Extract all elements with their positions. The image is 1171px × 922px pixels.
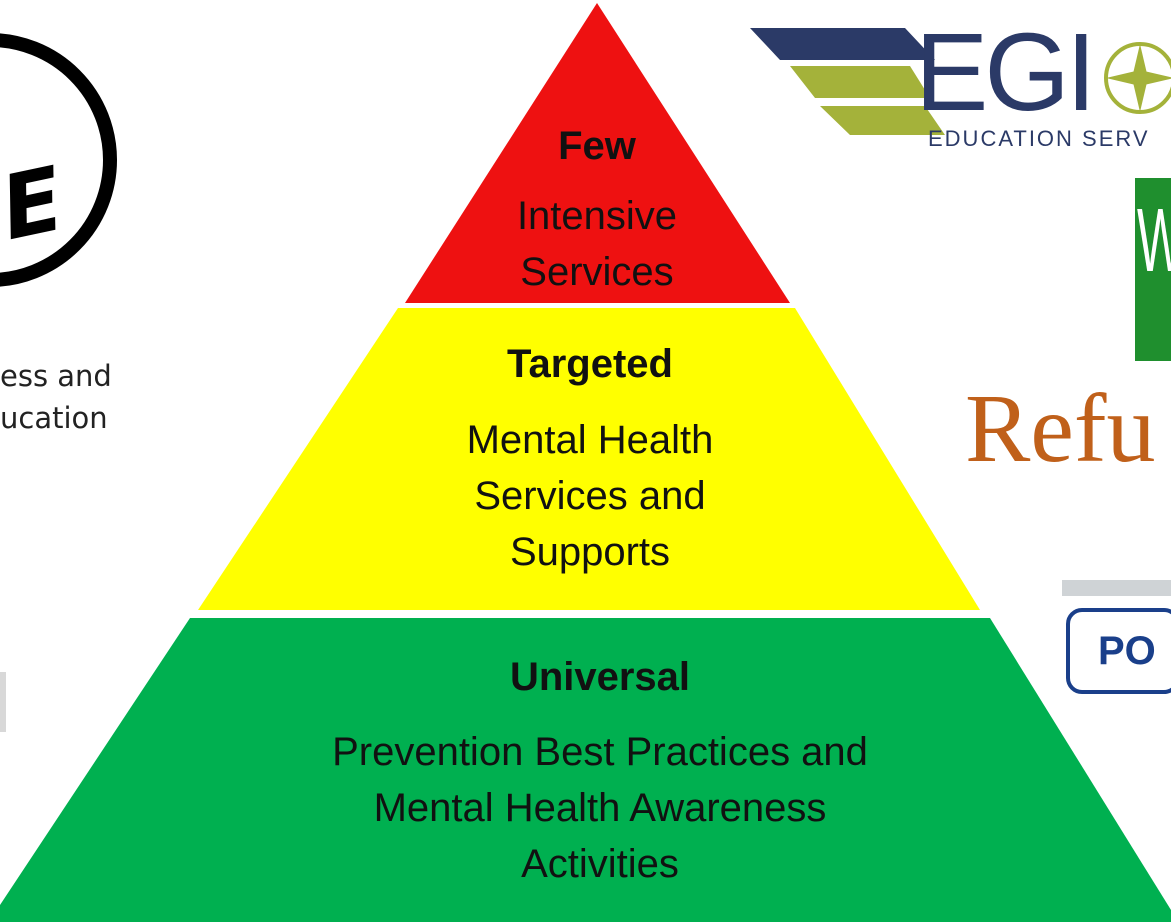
region-logo-subtext: EDUCATION SERV: [928, 126, 1150, 151]
tier-bottom-body-line3: Activities: [521, 842, 679, 886]
green-logo-block: [1135, 178, 1171, 361]
tier-top-body-line2: Services: [520, 250, 674, 294]
left-emblem-logo: [0, 33, 117, 287]
region-logo: [750, 28, 1171, 135]
compass-needle-horizontal: [1106, 70, 1171, 86]
pyramid-tier-bottom: [0, 618, 1171, 922]
tier-bottom-body-line2: Mental Health Awareness: [373, 786, 827, 830]
tier-middle-heading: Targeted: [507, 342, 673, 386]
po-logo-text: PO: [1098, 629, 1156, 673]
po-logo-frame: [1066, 608, 1171, 694]
region-swoosh-accent: [790, 66, 930, 98]
tier-middle-body-line1: Mental Health: [466, 418, 714, 462]
region-logo-text: EGI: [915, 11, 1096, 134]
region-swoosh-accent-2: [820, 106, 945, 135]
green-logo-text: W: [1137, 196, 1171, 286]
emblem-ring: [0, 33, 117, 287]
tier-bottom-heading: Universal: [509, 655, 691, 699]
tier-top-heading: Few: [558, 124, 636, 168]
region-swoosh-dark: [750, 28, 935, 60]
left-logo-text-line1: ess and: [0, 359, 112, 393]
left-small-mark: [0, 672, 6, 732]
tier-bottom-body-line1: Prevention Best Practices and: [332, 730, 868, 774]
po-logo-banner: [1062, 580, 1171, 596]
pyramid-tier-middle: [198, 308, 980, 610]
po-logo: [1062, 580, 1171, 694]
tier-middle-body-line2: Services and: [474, 474, 706, 518]
pyramid-tier-top: [405, 3, 790, 303]
tier-middle-body-line3: Supports: [509, 530, 671, 574]
left-logo-text-line2: ucation: [0, 401, 108, 435]
tier-top-body-line1: Intensive: [516, 194, 678, 238]
refuge-logo-text: Refu: [965, 375, 1156, 483]
